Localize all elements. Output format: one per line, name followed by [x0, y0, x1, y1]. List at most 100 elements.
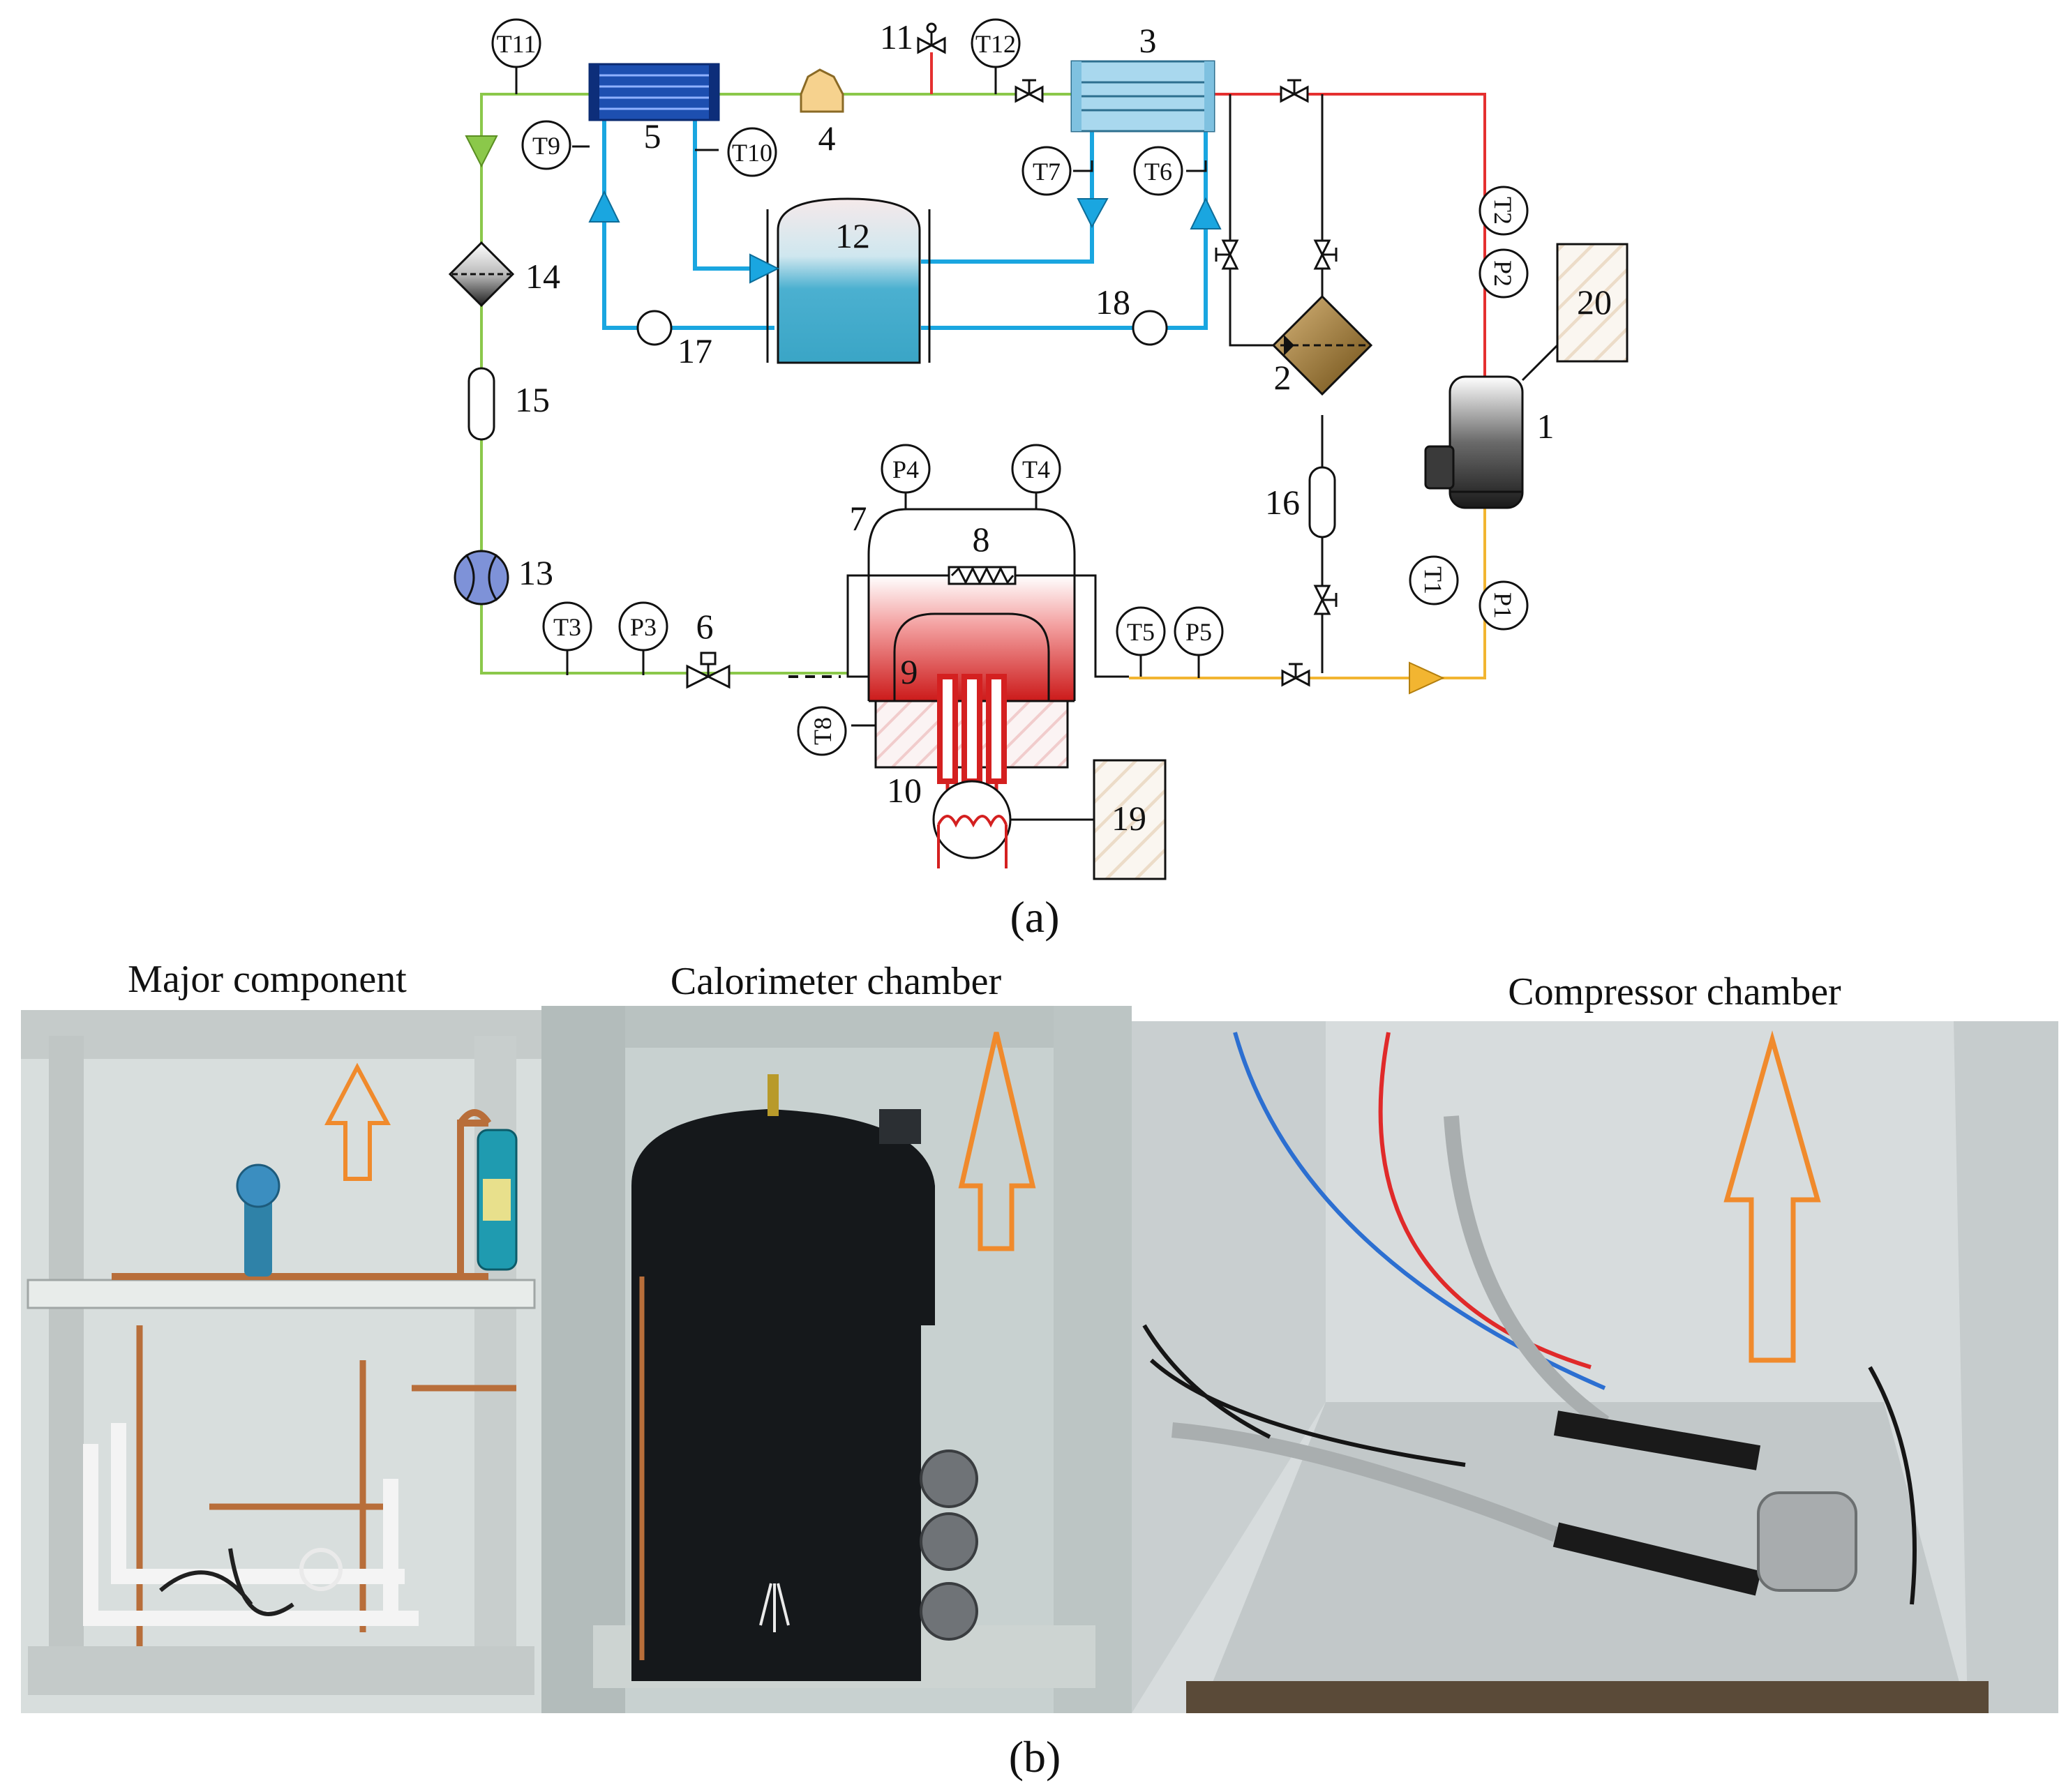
component-number: 1 — [1537, 407, 1555, 446]
sensor-label: T3 — [553, 613, 581, 641]
orange-arrow — [958, 1032, 1036, 1251]
hand-valve — [917, 22, 946, 54]
sight-glass-4 — [800, 68, 844, 113]
flow-arrow-down — [1077, 198, 1109, 229]
component-number: 14 — [525, 257, 560, 296]
sensor-circle — [1174, 606, 1224, 656]
suction-line — [1129, 506, 1486, 679]
label-calorimeter-chamber: Calorimeter chamber — [671, 960, 1002, 1003]
component-number: 17 — [678, 331, 712, 370]
sensor: P2 — [1479, 248, 1529, 299]
component-number: 7 — [850, 499, 867, 538]
meter-link-20 — [1521, 344, 1559, 382]
sensor-circle — [1409, 555, 1459, 605]
filter-drier-14 — [448, 241, 515, 308]
component-number: 13 — [518, 553, 553, 592]
panel-b-caption: (b) — [1009, 1732, 1061, 1782]
sensor-label: P3 — [630, 613, 657, 641]
hand-valve — [1280, 79, 1309, 103]
sensor-circle — [797, 706, 847, 756]
photo-compressor-chamber — [1132, 1021, 2058, 1713]
sensor-label: P5 — [1185, 618, 1212, 646]
condenser-3 — [1070, 60, 1215, 133]
panel-a-caption: (a) — [1010, 892, 1059, 942]
sensor-label: T1 — [1419, 566, 1447, 594]
heat-exchanger-5 — [588, 63, 720, 121]
power-meter-19 — [1093, 759, 1167, 880]
sensor-circle — [1133, 146, 1183, 196]
flow-arrow-down — [465, 135, 498, 168]
photo-calorimeter-chamber — [541, 1006, 1132, 1713]
sensor-label: T5 — [1127, 618, 1155, 646]
sensor: T10 — [727, 127, 777, 177]
hand-valve — [1281, 663, 1310, 687]
component-number: 12 — [835, 216, 870, 255]
component-number: 16 — [1265, 483, 1300, 522]
photo-panel: Major component Calorimeter chamber Comp… — [21, 958, 2058, 1782]
sensor-label: T10 — [732, 139, 772, 167]
sensor-label: T2 — [1489, 197, 1517, 225]
sensor: T5 — [1116, 606, 1166, 656]
compressor-1 — [1424, 375, 1524, 509]
sensor-circle — [1479, 580, 1529, 631]
sensor-circle — [1116, 606, 1166, 656]
component-number: 11 — [880, 17, 913, 57]
component-number: 18 — [1095, 283, 1130, 322]
sensor-label: T9 — [532, 132, 560, 160]
sensor-label: T11 — [497, 30, 537, 58]
hand-valve — [1215, 239, 1239, 270]
sensor: T6 — [1133, 146, 1183, 196]
component-number: 10 — [887, 771, 922, 810]
heater-rods-9 — [937, 674, 1007, 784]
sensor-circle — [491, 18, 541, 68]
sensor: T2 — [1479, 186, 1529, 236]
sensor-circle — [1479, 186, 1529, 236]
sensor: T4 — [1011, 444, 1061, 494]
component-number: 5 — [644, 116, 661, 156]
sensor: P1 — [1479, 580, 1529, 631]
sensor-label: T6 — [1144, 158, 1172, 186]
sensor: T8 — [797, 706, 847, 756]
sensor-label: P4 — [892, 455, 919, 483]
component-number: 6 — [696, 607, 714, 646]
sensor-label: P2 — [1489, 260, 1517, 287]
sensor: T7 — [1021, 146, 1072, 196]
sensor: P4 — [881, 444, 931, 494]
sensor-label: T7 — [1033, 158, 1061, 186]
orange-arrow — [324, 1062, 391, 1181]
sensor-label: P1 — [1489, 592, 1517, 619]
receiver-15 — [467, 367, 495, 441]
sensor-circle — [1011, 444, 1061, 494]
power-meter-20 — [1556, 243, 1629, 363]
sensor-leads — [515, 52, 1207, 727]
sensor: P5 — [1174, 606, 1224, 656]
photo-major-component — [21, 1010, 541, 1713]
hand-valve — [1015, 79, 1044, 103]
sensor: T3 — [542, 601, 592, 652]
component-number: 8 — [973, 520, 990, 559]
sensor-circle — [1479, 248, 1529, 299]
sensor-circle — [971, 18, 1021, 68]
oil-separator-2 — [1271, 294, 1373, 396]
heater-8 — [869, 566, 1075, 585]
sensor: T1 — [1409, 555, 1459, 605]
sensor-label: T8 — [809, 717, 837, 745]
sensor: T9 — [521, 120, 571, 170]
flow-arrow-right — [749, 253, 780, 284]
sensor-circle — [542, 601, 592, 652]
component-number: 9 — [901, 652, 918, 691]
pump-18 — [1132, 310, 1168, 346]
hand-valve — [1313, 239, 1338, 270]
sensor-circle — [727, 127, 777, 177]
label-compressor-chamber: Compressor chamber — [1508, 970, 1841, 1014]
flow-arrow-right — [1409, 661, 1445, 695]
water-tank-12 — [777, 197, 921, 364]
component-number: 3 — [1139, 21, 1157, 60]
water-loop — [602, 105, 1208, 330]
accumulator-16 — [1308, 466, 1336, 539]
flow-arrow-up — [1190, 197, 1222, 229]
